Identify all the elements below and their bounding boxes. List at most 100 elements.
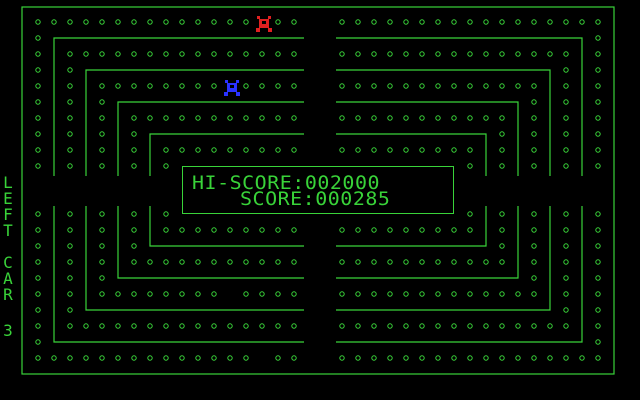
dot-icon (339, 51, 345, 57)
dot-icon (419, 51, 425, 57)
dot-icon (275, 19, 281, 25)
dot-icon (35, 323, 41, 329)
dot-icon (371, 83, 377, 89)
dot-icon (467, 147, 473, 153)
dot-icon (499, 19, 505, 25)
dot-icon (83, 323, 89, 329)
dot-icon (419, 291, 425, 297)
dot-icon (371, 115, 377, 121)
dot-icon (387, 323, 393, 329)
dot-icon (499, 291, 505, 297)
dot-icon (531, 163, 537, 169)
dot-icon (339, 291, 345, 297)
dot-icon (291, 355, 297, 361)
dot-icon (275, 115, 281, 121)
dot-icon (275, 51, 281, 57)
dot-icon (195, 259, 201, 265)
dot-icon (35, 259, 41, 265)
dot-icon (483, 291, 489, 297)
dot-icon (483, 51, 489, 57)
dot-icon (35, 211, 41, 217)
dot-icon (131, 83, 137, 89)
dot-icon (515, 323, 521, 329)
dot-icon (275, 227, 281, 233)
dot-icon (195, 51, 201, 57)
maze-wall (336, 206, 583, 343)
dot-icon (35, 163, 41, 169)
dot-icon (531, 275, 537, 281)
dot-icon (227, 115, 233, 121)
dot-icon (355, 259, 361, 265)
dot-icon (179, 355, 185, 361)
dot-icon (531, 355, 537, 361)
dot-icon (67, 19, 73, 25)
dot-icon (163, 163, 169, 169)
dot-icon (451, 291, 457, 297)
dot-icon (595, 99, 601, 105)
dot-icon (371, 227, 377, 233)
lives-letter: 3 (3, 321, 13, 340)
dot-icon (595, 323, 601, 329)
dot-icon (179, 51, 185, 57)
dot-icon (99, 227, 105, 233)
hi-score-value: 002000 (304, 172, 381, 194)
dot-icon (419, 355, 425, 361)
dot-icon (563, 115, 569, 121)
dot-icon (595, 307, 601, 313)
dot-icon (499, 211, 505, 217)
dot-icon (131, 147, 137, 153)
dot-icon (67, 243, 73, 249)
dot-icon (563, 243, 569, 249)
dot-icon (291, 51, 297, 57)
dot-icon (35, 51, 41, 57)
dot-icon (195, 83, 201, 89)
dot-icon (99, 99, 105, 105)
dot-icon (259, 259, 265, 265)
dot-icon (131, 163, 137, 169)
dot-icon (227, 227, 233, 233)
dot-icon (99, 259, 105, 265)
score-value: 000285 (315, 188, 391, 210)
dot-icon (67, 51, 73, 57)
dot-icon (563, 147, 569, 153)
dot-icon (147, 83, 153, 89)
dot-icon (51, 355, 57, 361)
dot-icon (67, 307, 73, 313)
dot-icon (99, 211, 105, 217)
dot-icon (291, 259, 297, 265)
dot-icon (355, 355, 361, 361)
dot-icon (179, 19, 185, 25)
maze-wall (336, 206, 519, 279)
dot-icon (179, 227, 185, 233)
dot-icon (131, 355, 137, 361)
dot-icon (403, 51, 409, 57)
dot-icon (355, 323, 361, 329)
dot-icon (419, 323, 425, 329)
dot-icon (195, 19, 201, 25)
dot-icon (275, 323, 281, 329)
dot-icon (339, 355, 345, 361)
score-panel: HI-SCORE:002000 SCORE:000285 (182, 166, 454, 214)
dot-icon (419, 259, 425, 265)
score-label: SCORE: (240, 188, 316, 210)
lives-letter: R (3, 285, 13, 304)
dot-icon (483, 323, 489, 329)
dot-icon (291, 147, 297, 153)
dot-icon (451, 355, 457, 361)
dot-icon (67, 99, 73, 105)
dot-icon (243, 291, 249, 297)
dot-icon (595, 227, 601, 233)
dot-icon (243, 259, 249, 265)
dot-icon (387, 355, 393, 361)
dot-icon (35, 83, 41, 89)
dot-icon (227, 147, 233, 153)
dot-icon (243, 227, 249, 233)
dot-icon (291, 291, 297, 297)
dot-icon (179, 83, 185, 89)
dot-icon (595, 339, 601, 345)
dot-icon (67, 323, 73, 329)
dot-icon (243, 19, 249, 25)
dot-icon (531, 259, 537, 265)
